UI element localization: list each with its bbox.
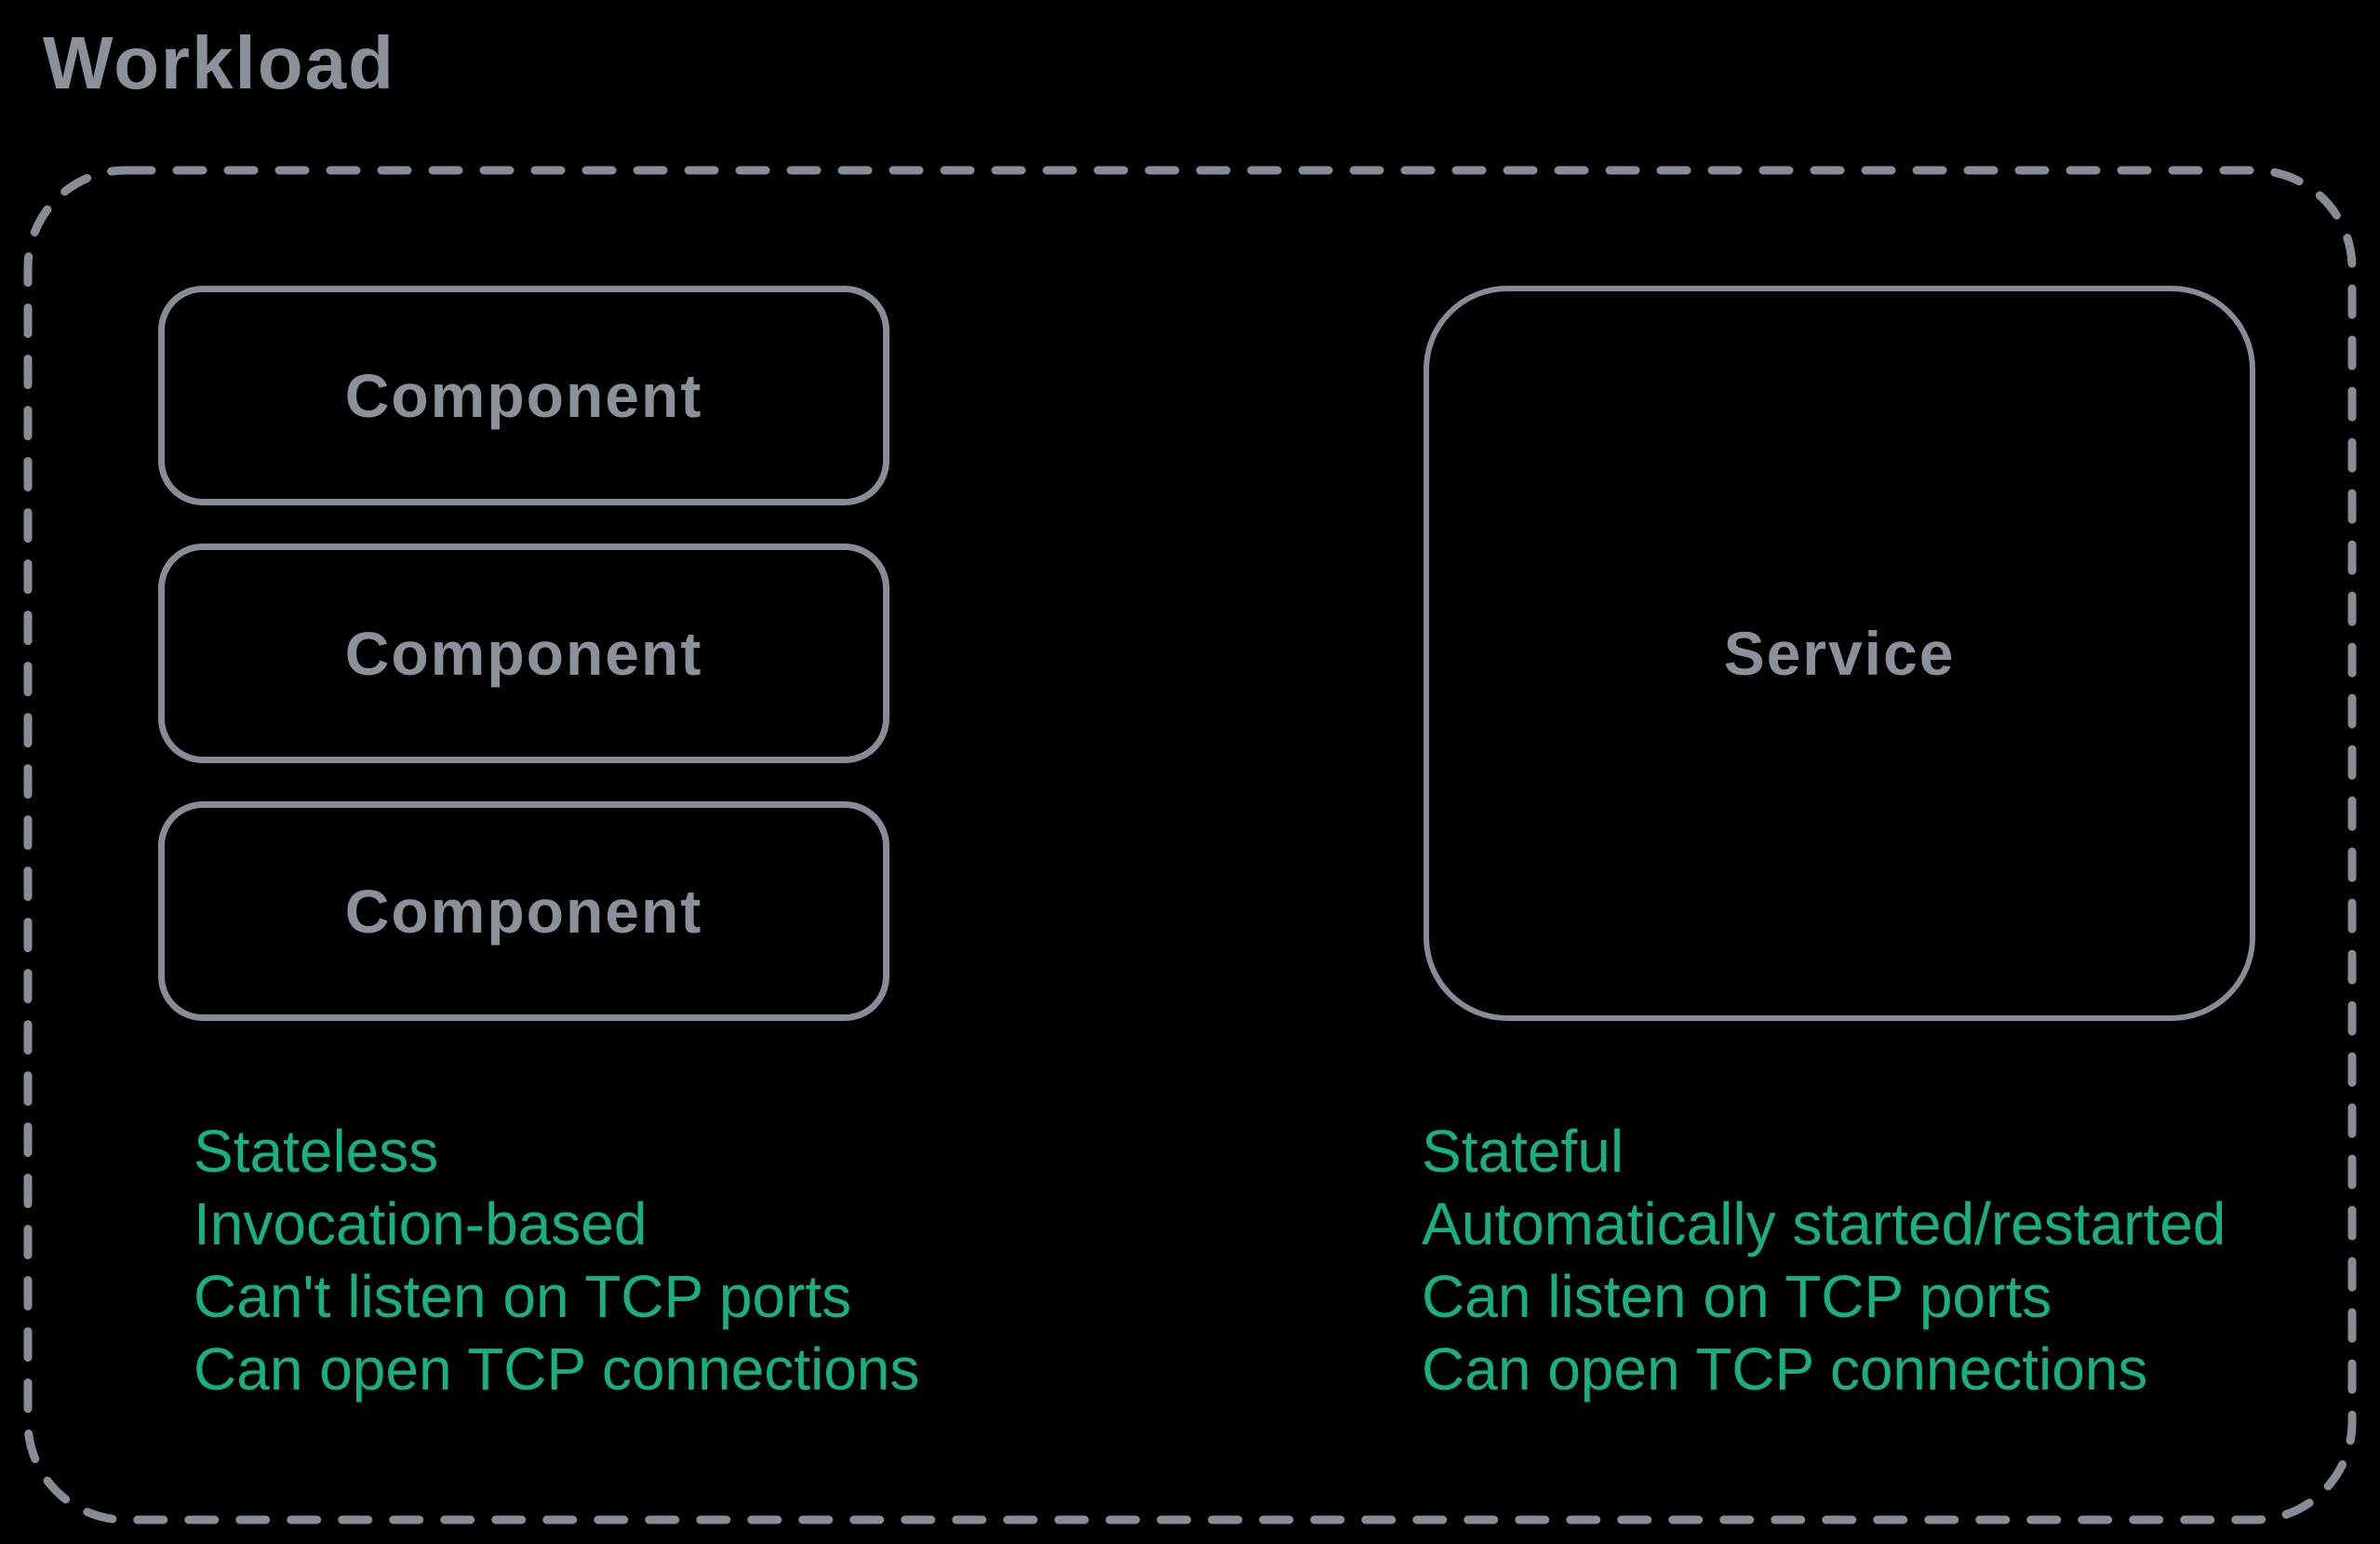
note-line: Automatically started/restarted xyxy=(1422,1190,2226,1257)
note-line: Can't listen on TCP ports xyxy=(194,1263,852,1330)
note-line: Stateless xyxy=(194,1118,439,1185)
service-box: Service xyxy=(1424,286,2255,1021)
component-box: Component xyxy=(158,801,889,1021)
component-label: Component xyxy=(344,877,703,946)
service-label: Service xyxy=(1723,619,1956,688)
component-box: Component xyxy=(158,286,889,505)
page-title: Workload xyxy=(43,21,396,104)
note-line: Can listen on TCP ports xyxy=(1422,1263,2052,1330)
service-notes: Stateful Automatically started/restarted… xyxy=(1422,1115,2226,1405)
component-label: Component xyxy=(344,361,703,430)
note-line: Can open TCP connections xyxy=(194,1336,920,1403)
component-label: Component xyxy=(344,619,703,688)
note-line: Can open TCP connections xyxy=(1422,1336,2148,1403)
component-notes: Stateless Invocation-based Can't listen … xyxy=(194,1115,919,1405)
note-line: Stateful xyxy=(1422,1118,1625,1185)
component-box: Component xyxy=(158,544,889,763)
note-line: Invocation-based xyxy=(194,1190,648,1257)
